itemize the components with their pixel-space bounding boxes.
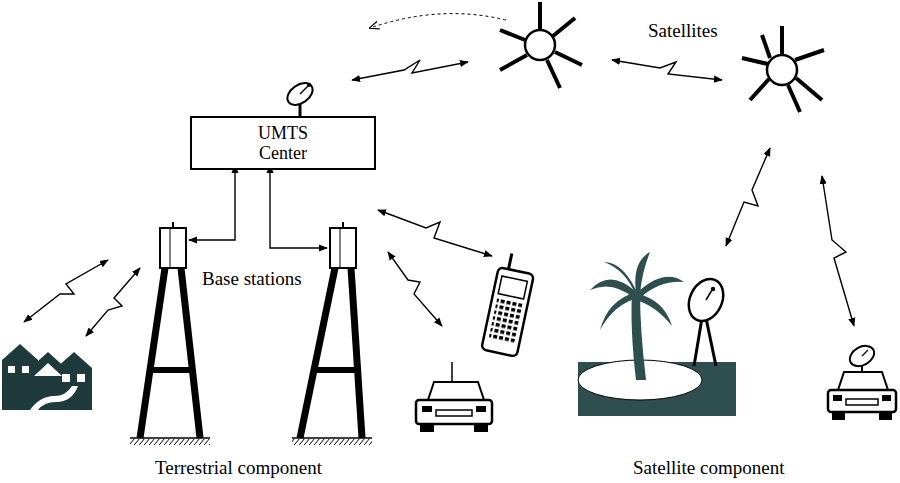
center-dish (283, 79, 316, 116)
group-label: Base stations (200, 268, 304, 290)
satellite (742, 26, 824, 112)
mobile-phone (481, 251, 537, 356)
tower (292, 222, 372, 445)
tower (130, 222, 210, 445)
group-label: Satellites (648, 20, 718, 42)
car (828, 342, 896, 420)
island (578, 252, 736, 416)
section-title: Satellite component (633, 457, 784, 479)
box-label: UMTS Center (232, 121, 334, 165)
section-title: Terrestrial component (155, 457, 322, 479)
center-box: UMTS Center (190, 116, 376, 170)
center-wires (189, 165, 327, 248)
houses (2, 344, 92, 410)
satellite (500, 2, 582, 88)
car (416, 362, 492, 432)
orbit-arrow (370, 14, 506, 28)
radio-links (24, 60, 854, 336)
